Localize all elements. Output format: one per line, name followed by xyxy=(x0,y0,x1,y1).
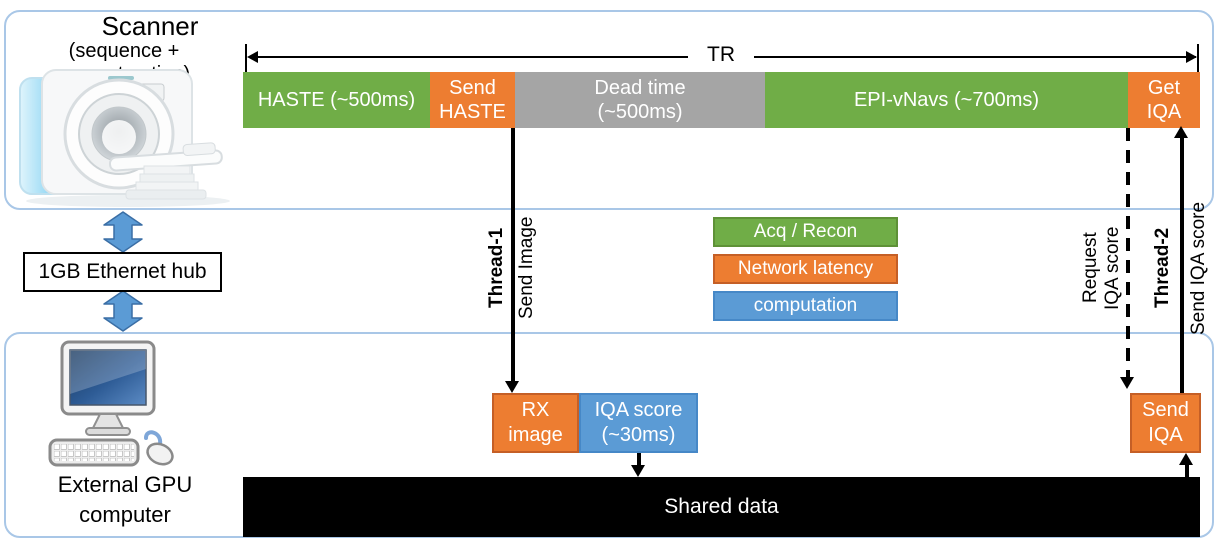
thread1-arrowhead xyxy=(505,381,519,393)
thread2-arrow-line xyxy=(1180,138,1184,393)
thread1-arrow-line xyxy=(511,128,515,382)
gpu-computer-label: External GPU computer xyxy=(57,472,193,527)
thread2-action-label: Send IQA score xyxy=(1188,201,1209,335)
tr-left-tick xyxy=(245,44,247,72)
shared-to-sendiqa-arrowhead xyxy=(1179,453,1193,465)
scan-timeline: HASTE (~500ms) Send HASTE Dead time (~50… xyxy=(243,72,1200,128)
thread1-action-label: Send Image xyxy=(516,216,537,320)
legend: Acq / Recon Network latency computation xyxy=(713,217,898,328)
tr-arrowhead-right xyxy=(1186,51,1197,63)
legend-item-computation: computation xyxy=(713,291,898,321)
iqa-to-shared-arrowhead xyxy=(631,465,645,477)
thread2-arrowhead xyxy=(1174,126,1188,138)
send-iqa-box: Send IQA xyxy=(1130,393,1201,453)
timeline-segment-epi-vnavs: EPI-vNavs (~700ms) xyxy=(765,72,1128,128)
tr-right-tick xyxy=(1197,44,1199,72)
ethernet-double-arrow-icon xyxy=(103,211,143,253)
desktop-computer-icon xyxy=(48,340,174,467)
timeline-segment-dead-time: Dead time (~500ms) xyxy=(515,72,765,128)
rx-image-box: RX image xyxy=(492,393,579,453)
ethernet-hub-box: 1GB Ethernet hub xyxy=(23,252,222,292)
tr-label: TR xyxy=(688,41,754,69)
request-iqa-label: Request IQA score xyxy=(1080,226,1123,310)
iqa-score-box: IQA score (~30ms) xyxy=(579,393,698,453)
timeline-segment-get-iqa: Get IQA xyxy=(1128,72,1200,128)
timeline-segment-haste: HASTE (~500ms) xyxy=(243,72,430,128)
tr-arrowhead-left xyxy=(247,51,258,63)
scanner-title: Scanner xyxy=(101,11,199,41)
thread2-name-label: Thread-2 xyxy=(1152,227,1173,309)
timeline-segment-send-haste: Send HASTE xyxy=(430,72,515,128)
legend-item-acq-recon: Acq / Recon xyxy=(713,217,898,247)
ethernet-double-arrow-icon xyxy=(103,290,143,332)
thread1-name-label: Thread-1 xyxy=(486,227,507,309)
shared-to-sendiqa-line xyxy=(1185,463,1189,477)
legend-item-network-latency: Network latency xyxy=(713,254,898,284)
request-iqa-arrow-line xyxy=(1126,128,1130,378)
request-iqa-arrowhead xyxy=(1120,377,1134,389)
iqa-to-shared-line xyxy=(637,453,641,467)
shared-data-bar: Shared data xyxy=(243,477,1200,537)
mri-scanner-image xyxy=(19,69,230,207)
